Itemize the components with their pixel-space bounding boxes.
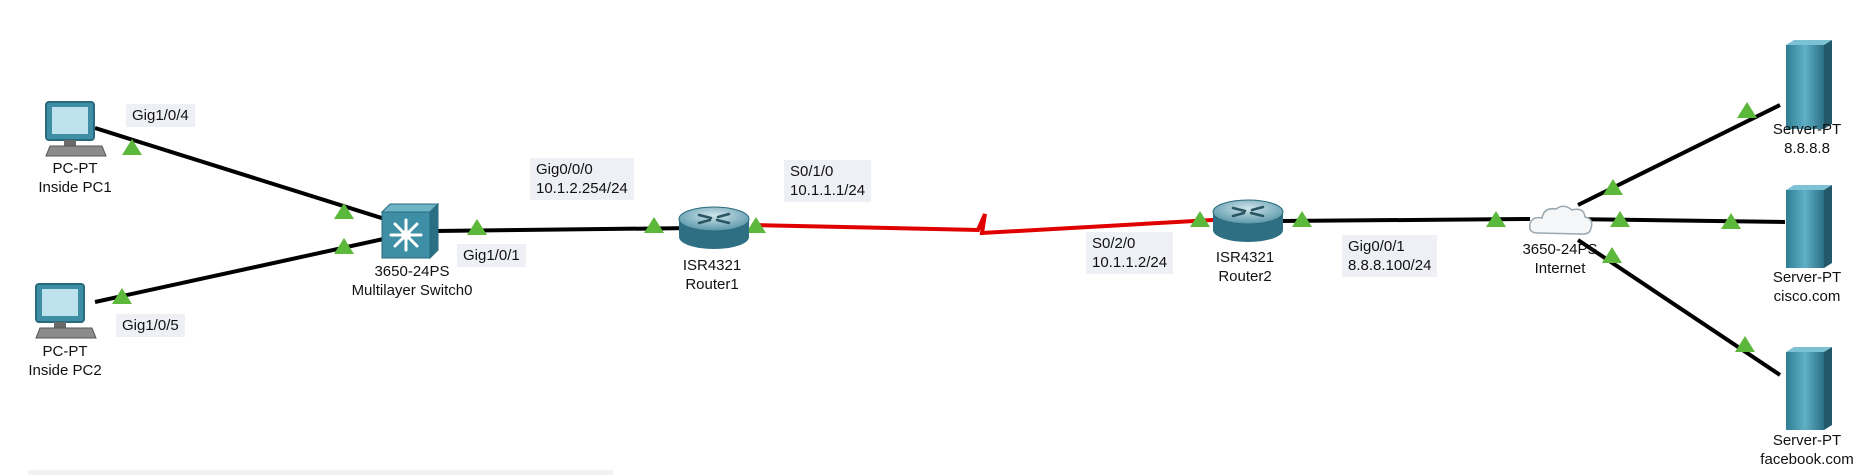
interface-box-router1-lan: Gig0/0/0 10.1.2.254/24: [530, 158, 634, 200]
server-icon[interactable]: [1786, 185, 1832, 268]
link-up-marker: [1603, 179, 1623, 195]
port-label-switch-uplink: Gig1/0/1: [457, 244, 526, 267]
interface-name: S0/1/0: [790, 163, 834, 180]
link-up-marker: [1721, 213, 1741, 229]
router-icon[interactable]: [678, 206, 750, 249]
serial-link-router1-router2[interactable]: [751, 213, 1231, 236]
device-name: Inside PC2: [28, 362, 102, 379]
link-up-marker: [334, 203, 354, 219]
interface-name: S0/2/0: [1092, 235, 1136, 252]
interface-ip: 10.1.1.2/24: [1092, 254, 1168, 271]
link-internet-server2[interactable]: [1567, 217, 1786, 224]
link-pc1-switch[interactable]: [94, 126, 389, 222]
interface-ip: 10.1.2.254/24: [536, 180, 628, 197]
link-up-marker: [122, 139, 142, 155]
link-up-marker: [1610, 211, 1630, 227]
device-label-server1: Server-PT 8.8.8.8: [1773, 120, 1841, 158]
device-name: Multilayer Switch0: [351, 282, 473, 299]
pc-icon[interactable]: [35, 283, 97, 339]
interface-box-router2-wan: S0/2/0 10.1.1.2/24: [1086, 232, 1174, 274]
link-router2-internet[interactable]: [1279, 217, 1531, 223]
interface-name: Gig0/0/0: [536, 161, 593, 178]
device-label-internet: 3650-24PS Internet: [1522, 240, 1597, 278]
link-up-marker: [644, 217, 664, 233]
device-name: Internet: [1534, 260, 1586, 277]
link-up-marker: [467, 219, 487, 235]
device-model: ISR4321: [1215, 249, 1275, 266]
device-name: cisco.com: [1773, 288, 1841, 305]
link-up-marker: [1735, 336, 1755, 352]
device-name: Router1: [685, 276, 739, 293]
device-model: 3650-24PS: [1522, 241, 1598, 258]
device-model: PC-PT: [42, 343, 88, 360]
link-up-marker: [1602, 247, 1622, 263]
device-name: Inside PC1: [38, 179, 112, 196]
device-model: 3650-24PS: [374, 263, 450, 280]
device-model: Server-PT: [1772, 432, 1842, 449]
link-up-marker: [334, 238, 354, 254]
interface-box-router2-outside: Gig0/0/1 8.8.8.100/24: [1342, 235, 1438, 277]
device-name: facebook.com: [1760, 451, 1854, 468]
link-up-marker: [1190, 211, 1210, 227]
device-label-router1: ISR4321 Router1: [683, 256, 741, 294]
device-label-switch: 3650-24PS Multilayer Switch0: [352, 262, 473, 300]
interface-box-router1-wan: S0/1/0 10.1.1.1/24: [784, 160, 872, 202]
port-label-pc2: Gig1/0/5: [116, 314, 185, 337]
link-status-markers: [112, 102, 1757, 352]
cloud-icon[interactable]: [1528, 205, 1593, 235]
device-model: Server-PT: [1772, 121, 1842, 138]
device-label-server2: Server-PT cisco.com: [1773, 268, 1841, 306]
device-model: ISR4321: [682, 257, 742, 274]
device-name: Router2: [1218, 268, 1272, 285]
link-up-marker: [1737, 102, 1757, 118]
multilayer-switch-icon[interactable]: [380, 202, 440, 260]
interface-name: Gig0/0/1: [1348, 238, 1405, 255]
device-label-router2: ISR4321 Router2: [1216, 248, 1274, 286]
bottom-strip: [28, 470, 613, 475]
server-icon[interactable]: [1786, 347, 1832, 430]
link-up-marker: [112, 288, 132, 304]
interface-ip: 10.1.1.1/24: [790, 182, 866, 199]
device-label-pc1: PC-PT Inside PC1: [38, 159, 111, 197]
device-label-server3: Server-PT facebook.com: [1760, 431, 1853, 469]
device-model: Server-PT: [1772, 269, 1842, 286]
link-up-marker: [1486, 211, 1506, 227]
device-model: PC-PT: [52, 160, 98, 177]
router-icon[interactable]: [1212, 199, 1284, 242]
port-label-pc1: Gig1/0/4: [126, 104, 195, 127]
device-name: 8.8.8.8: [1784, 140, 1830, 157]
link-up-marker: [1292, 211, 1312, 227]
pc-icon[interactable]: [45, 101, 107, 157]
link-up-marker: [746, 217, 766, 233]
server-icon[interactable]: [1786, 40, 1832, 129]
interface-ip: 8.8.8.100/24: [1348, 257, 1432, 274]
device-label-pc2: PC-PT Inside PC2: [28, 342, 101, 380]
